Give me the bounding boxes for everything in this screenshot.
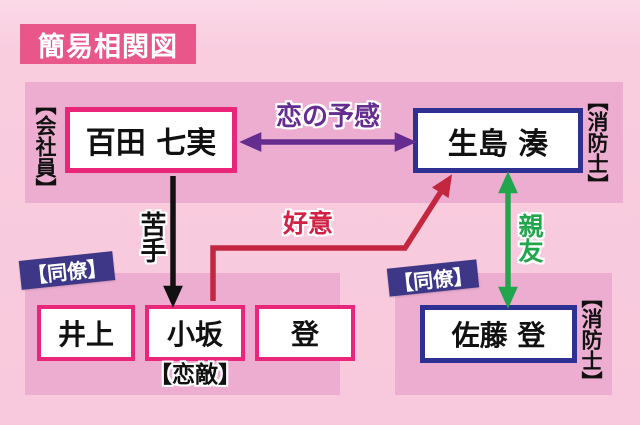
label-dislike: 苦手 — [136, 211, 166, 263]
person-box-kosaka: 小坂 — [145, 305, 245, 361]
label-affection: 好意 — [283, 209, 334, 238]
label-best-friends: 親友 — [515, 213, 544, 263]
person-box-ikushima: 生島 湊 — [413, 108, 583, 173]
person-box-momota: 百田 七実 — [65, 107, 237, 173]
label-love-premonition: 恋の予感 — [275, 102, 380, 132]
page-title: 簡易相関図 — [20, 24, 196, 64]
role-firefighter-bottom: 【消防士】 — [579, 287, 603, 392]
person-box-inoue: 井上 — [37, 305, 135, 361]
tag-love-rival: 【恋敵】 — [149, 362, 241, 388]
role-office-worker: 【会社員】 — [33, 94, 57, 199]
person-box-sato: 佐藤 登 — [420, 305, 577, 363]
role-firefighter-top: 【消防士】 — [585, 90, 609, 195]
person-box-noboru: 登 — [255, 305, 355, 361]
